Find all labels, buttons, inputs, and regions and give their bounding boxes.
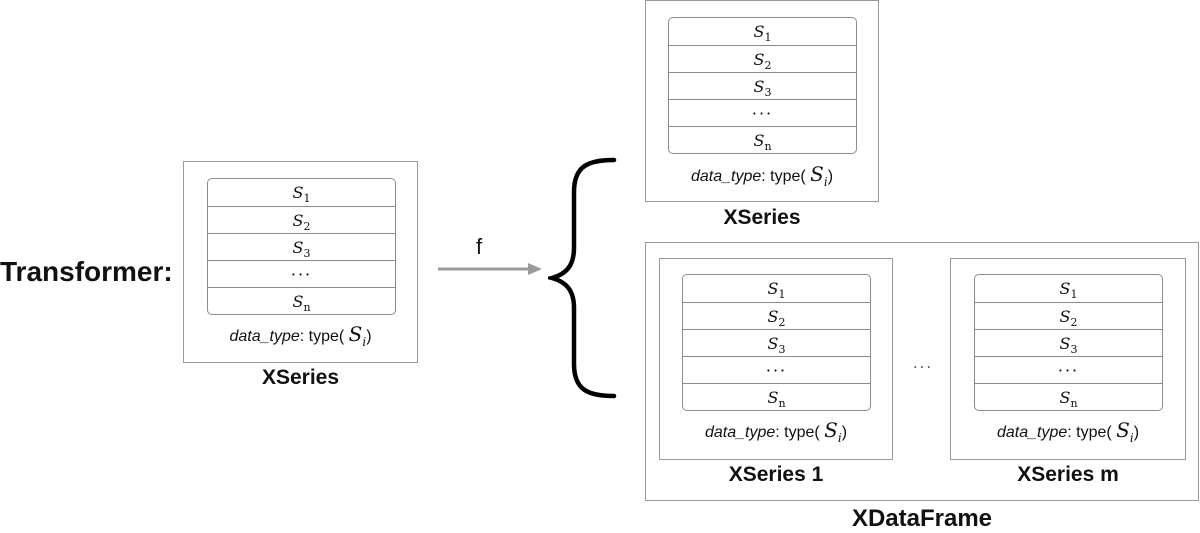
xseries-1-table: S1 S2 S3 ··· Sn xyxy=(682,274,871,411)
curly-brace-icon xyxy=(548,157,617,399)
cell-ellipsis: ··· xyxy=(683,356,870,383)
cell-s1: S1 xyxy=(767,279,786,302)
cell-ellipsis: ··· xyxy=(208,260,395,287)
cell-ellipsis: ··· xyxy=(975,356,1162,383)
between-series-ellipsis: ··· xyxy=(912,358,934,376)
xseries-m-data-type: data_type: type( Si) xyxy=(996,418,1140,445)
xseries-1-data-type: data_type: type( Si) xyxy=(704,418,848,445)
cell-s2: S2 xyxy=(683,302,870,329)
cell-sn: Sn xyxy=(669,126,856,153)
cell-ellipsis: ··· xyxy=(669,99,856,126)
cell-s2: S2 xyxy=(208,206,395,233)
function-label: f xyxy=(476,234,483,259)
cell-sn: Sn xyxy=(208,287,395,314)
transformer-label: Transformer: xyxy=(0,256,173,287)
arrow-icon xyxy=(438,263,542,275)
output-data-type: data_type: type( Si) xyxy=(690,162,834,189)
cell-s3: S3 xyxy=(208,233,395,260)
output-series-table: S1 S2 S3 ··· Sn xyxy=(668,17,857,154)
cell-s2: S2 xyxy=(975,302,1162,329)
cell-s1: S1 xyxy=(292,183,311,206)
xseries-m-table: S1 S2 S3 ··· Sn xyxy=(974,274,1163,411)
cell-s1: S1 xyxy=(1059,279,1078,302)
cell-sn: Sn xyxy=(975,383,1162,410)
cell-s3: S3 xyxy=(669,72,856,99)
cell-s2: S2 xyxy=(669,45,856,72)
xdataframe-caption: XDataFrame xyxy=(851,505,993,532)
input-xseries-caption: XSeries xyxy=(261,366,340,389)
input-series-table: S1 S2 S3 ··· Sn xyxy=(207,178,396,315)
cell-s3: S3 xyxy=(975,329,1162,356)
output-xseries-caption: XSeries xyxy=(723,206,801,229)
cell-s1: S1 xyxy=(753,22,772,45)
xseries-m-caption: XSeries m xyxy=(1017,463,1119,486)
xseries-1-caption: XSeries 1 xyxy=(728,463,824,486)
input-data-type: data_type: type( Si) xyxy=(229,322,372,349)
cell-sn: Sn xyxy=(683,383,870,410)
cell-s3: S3 xyxy=(683,329,870,356)
